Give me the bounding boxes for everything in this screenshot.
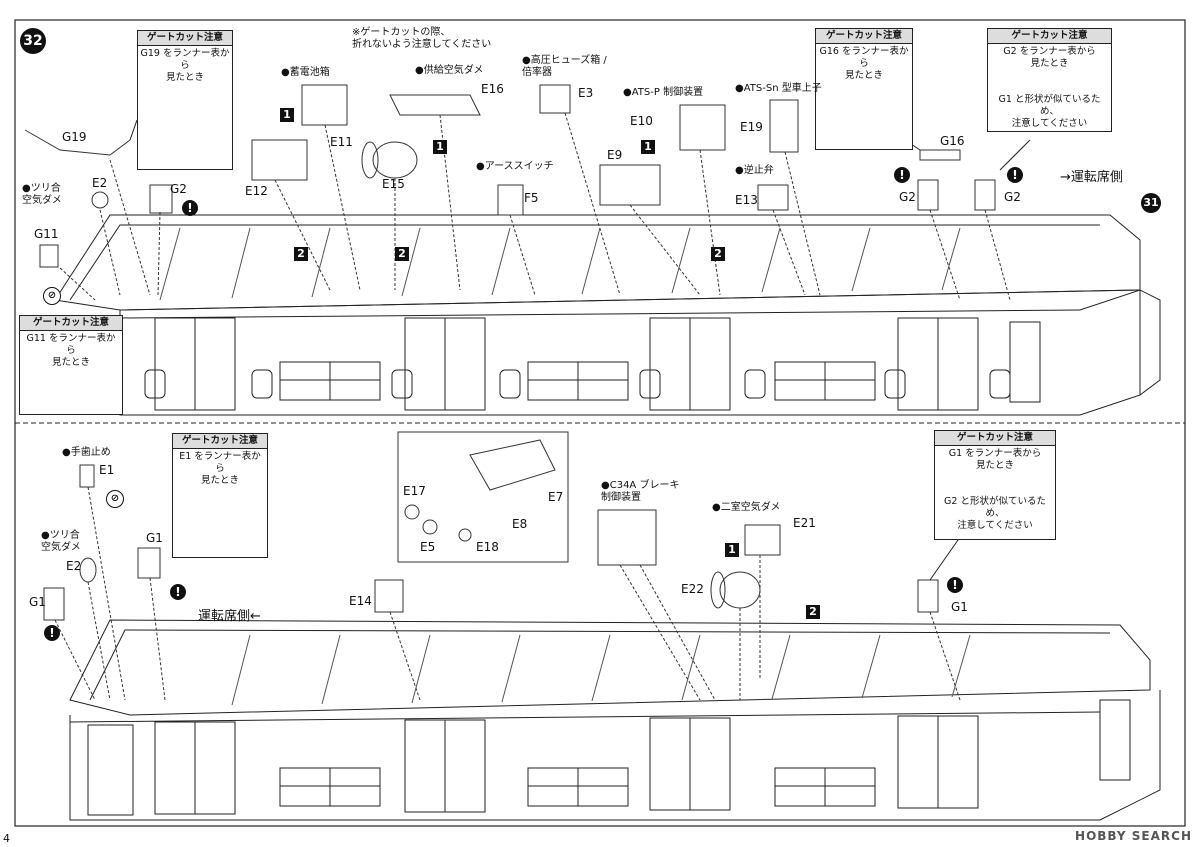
part-label-e13: E13: [735, 193, 758, 207]
part-label-e12: E12: [245, 184, 268, 198]
warning-icon: !: [182, 200, 198, 216]
gate-cut-caution: ※ゲートカットの際、 折れないよう注意してください: [352, 27, 492, 50]
part-label-e14: E14: [349, 594, 372, 608]
gate-cut-note-g19: ゲートカット注意 G19 をランナー表から 見たとき: [137, 30, 233, 170]
part-label-e3: E3: [578, 86, 594, 100]
callout-battery-box: ●蓄電池箱: [281, 67, 330, 78]
part-label-e2: E2: [66, 559, 82, 573]
next-step-badge: 31: [1141, 193, 1161, 213]
note-title: ゲートカット注意: [20, 316, 122, 331]
direction-to-driver-cab: 運転席側←: [198, 609, 261, 624]
part-label-e10: E10: [630, 114, 653, 128]
part-label-e19: E19: [740, 120, 763, 134]
gate-cut-note-g11: ゲートカット注意 G11 をランナー表から 見たとき: [19, 315, 123, 415]
callout-hanging-tank: ●ツリ合 空気ダメ: [41, 530, 81, 553]
part-label-e17: E17: [403, 484, 426, 498]
sub-step-1: 1: [725, 543, 739, 557]
part-label-e18: E18: [476, 540, 499, 554]
part-label-e16: E16: [481, 82, 504, 96]
warning-icon: !: [170, 584, 186, 600]
note-title: ゲートカット注意: [173, 434, 267, 449]
callout-earth-switch: ●アーススイッチ: [476, 161, 554, 172]
warning-icon: !: [1007, 167, 1023, 183]
note-extra: G1 と形状が似ているため、 注意してください: [998, 94, 1101, 129]
sub-step-1: 1: [641, 140, 655, 154]
sub-step-2: 2: [806, 605, 820, 619]
note-body: G1 をランナー表から 見たとき: [948, 448, 1042, 471]
callout-supply-air-tank: ●供給空気ダメ: [415, 65, 484, 76]
part-label-e21: E21: [793, 516, 816, 530]
callout-hanging-tank: ●ツリ合 空気ダメ: [22, 183, 62, 206]
note-title: ゲートカット注意: [935, 431, 1055, 446]
sub-step-1: 1: [433, 140, 447, 154]
part-label-e22: E22: [681, 582, 704, 596]
note-body: G19 をランナー表から 見たとき: [140, 48, 230, 83]
callout-c34a-brake-controller: ●C34A ブレーキ 制御装置: [601, 480, 680, 503]
part-label-g11: G11: [34, 227, 59, 241]
watermark: HOBBY SEARCH: [1075, 829, 1192, 843]
callout-atsp-controller: ●ATS-P 制御装置: [623, 87, 704, 98]
note-title: ゲートカット注意: [816, 29, 912, 44]
step-number-badge: 32: [20, 28, 46, 54]
part-label-e9: E9: [607, 148, 623, 162]
gate-cut-note-e1: ゲートカット注意 E1 をランナー表から 見たとき: [172, 433, 268, 558]
callout-atssn-coil: ●ATS-Sn 型車上子: [735, 83, 822, 94]
part-label-e11: E11: [330, 135, 353, 149]
part-label-e7: E7: [548, 490, 564, 504]
part-label-e8: E8: [512, 517, 528, 531]
part-label-g16: G16: [940, 134, 965, 148]
bottom-car-body: [69, 619, 1161, 821]
part-label-g2: G2: [899, 190, 916, 204]
note-body: G11 をランナー表から 見たとき: [26, 333, 116, 368]
part-label-g1: G1: [29, 595, 46, 609]
sub-step-2: 2: [294, 247, 308, 261]
note-body: E1 をランナー表から 見たとき: [179, 451, 261, 486]
gate-cut-note-g16: ゲートカット注意 G16 をランナー表から 見たとき: [815, 28, 913, 150]
sub-step-2: 2: [711, 247, 725, 261]
page-number: 4: [3, 832, 10, 845]
warning-icon: !: [44, 625, 60, 641]
note-body: G16 をランナー表から 見たとき: [819, 46, 909, 81]
part-label-g2: G2: [1004, 190, 1021, 204]
part-label-e15: E15: [382, 177, 405, 191]
warning-icon: !: [894, 167, 910, 183]
part-label-e1: E1: [99, 463, 115, 477]
part-label-e5: E5: [420, 540, 436, 554]
no-glue-icon: ⊘: [43, 287, 61, 305]
direction-to-driver-cab: →運転席側: [1060, 170, 1123, 185]
part-label-e2: E2: [92, 176, 108, 190]
callout-check-valve: ●逆止弁: [735, 165, 774, 176]
no-glue-icon: ⊘: [106, 490, 124, 508]
note-title: ゲートカット注意: [988, 29, 1111, 44]
callout-hand-chock: ●手歯止め: [62, 447, 111, 458]
part-label-g1: G1: [146, 531, 163, 545]
part-label-f5: F5: [524, 191, 539, 205]
part-label-g19: G19: [62, 130, 87, 144]
note-body: G2 をランナー表から 見たとき: [1003, 46, 1096, 69]
part-label-g1: G1: [951, 600, 968, 614]
callout-hv-fuse-box: ●高圧ヒューズ箱 / 倍率器: [522, 55, 607, 78]
part-label-g2: G2: [170, 182, 187, 196]
note-title: ゲートカット注意: [138, 31, 232, 46]
top-car-body: [54, 214, 1161, 416]
gate-cut-note-g1: ゲートカット注意 G1 をランナー表から 見たとき G2 と形状が似ているため、…: [934, 430, 1056, 540]
warning-icon: !: [947, 577, 963, 593]
gate-cut-note-g2: ゲートカット注意 G2 をランナー表から 見たとき G1 と形状が似ているため、…: [987, 28, 1112, 132]
callout-twin-air-tank: ●二室空気ダメ: [712, 502, 781, 513]
sub-step-1: 1: [280, 108, 294, 122]
sub-step-2: 2: [395, 247, 409, 261]
note-extra: G2 と形状が似ているため、 注意してください: [944, 496, 1046, 531]
